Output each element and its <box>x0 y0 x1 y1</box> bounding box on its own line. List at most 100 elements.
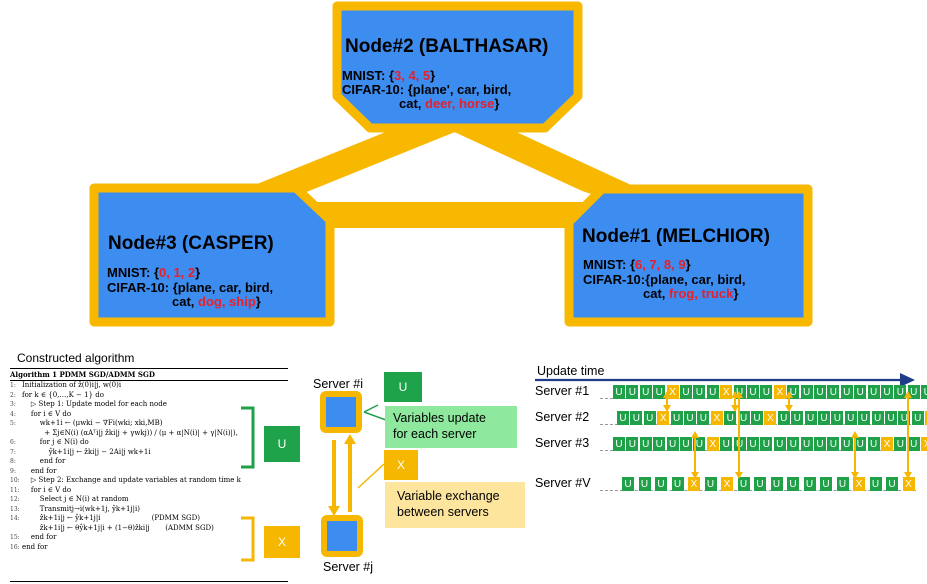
server-i-box <box>320 391 362 433</box>
update-cell: U <box>911 411 924 425</box>
update-cell: U <box>720 437 733 451</box>
algo-update-tag: U <box>264 426 300 462</box>
update-cell: U <box>751 411 763 425</box>
exchange-arrow-head <box>785 405 793 412</box>
update-cell: U <box>666 437 679 451</box>
update-cell: U <box>907 385 920 399</box>
update-cell: U <box>770 477 783 491</box>
algo-exchange-tag: X <box>264 526 300 558</box>
exchange-arrow-head <box>904 472 912 479</box>
update-cell: U <box>639 437 652 451</box>
server-i-label: Server #i <box>313 377 364 391</box>
update-cell: U <box>867 385 880 399</box>
update-cell: U <box>854 437 867 451</box>
node-casper-title: Node#3 (CASPER) <box>108 233 274 254</box>
exchange-arrow-head <box>904 391 912 398</box>
algorithm-line: 16:end for <box>10 542 48 551</box>
server-exchange-tag: X <box>384 450 418 480</box>
update-cell: U <box>827 437 840 451</box>
node-casper-mnist: MNIST: {0, 1, 2} <box>107 265 201 280</box>
update-cell: U <box>617 411 629 425</box>
update-cell: U <box>871 411 884 425</box>
update-cell: U <box>655 477 667 491</box>
update-cell: U <box>684 411 696 425</box>
algorithm-line: 5: wk+1i ← (μwki − ∇Fi(wki; xki,MB) <box>10 419 163 427</box>
exchange-arrow-head <box>785 391 793 398</box>
update-cell: U <box>800 437 813 451</box>
algorithm-line: 1:Initialization of ẑ(0)i|j, w(0)i <box>10 381 122 389</box>
node-balthasar-shape <box>332 1 583 133</box>
exchange-description: Variable exchange between servers <box>385 482 525 528</box>
node-casper-shape <box>89 183 335 327</box>
update-cell: U <box>670 411 683 425</box>
exchange-cell: X <box>720 385 733 399</box>
node-balthasar-mnist: MNIST: {3, 4, 5} <box>342 68 436 83</box>
node-melchior-cifar-2: cat, frog, truck} <box>643 286 739 301</box>
update-cell: U <box>867 437 880 451</box>
update-cell: U <box>760 385 773 399</box>
update-cell: U <box>827 385 840 399</box>
timeline-axis <box>535 373 915 387</box>
node-melchior-mnist: MNIST: {6, 7, 8, 9} <box>583 257 691 272</box>
update-cell: U <box>885 411 897 425</box>
update-cell: U <box>737 411 750 425</box>
exchange-cell: X <box>902 477 915 491</box>
exchange-arrow-head <box>663 391 671 398</box>
exchange-arrows <box>663 391 912 479</box>
algorithm-line: 12: Select j ∈ N(i) at random <box>10 495 129 503</box>
timeline-title: Update time <box>537 364 605 378</box>
node-graph <box>89 1 813 327</box>
algorithm-line: 9: end for <box>10 466 57 475</box>
exchange-arrow-head <box>691 472 699 479</box>
update-cell: U <box>777 411 790 425</box>
exchange-cell: X <box>688 477 700 491</box>
node-balthasar-title: Node#2 (BALTHASAR) <box>345 36 549 57</box>
update-cell: U <box>613 385 625 399</box>
timeline-row-label: Server #2 <box>535 410 590 424</box>
timeline-row-label: Server #3 <box>535 436 590 450</box>
exchange-arrow-head <box>851 431 859 438</box>
exchange-cell: X <box>881 437 893 451</box>
update-cell: U <box>724 411 737 425</box>
exchange-cell: X <box>925 411 927 425</box>
graph-edge-inner <box>300 150 610 200</box>
node-casper-cifar-2: cat, dog, ship} <box>172 294 261 309</box>
server-j-box <box>321 515 363 557</box>
update-cell: U <box>697 411 710 425</box>
update-cell: U <box>814 437 826 451</box>
exchange-cell: X <box>706 437 719 451</box>
update-cell: U <box>760 437 773 451</box>
algorithm-line: 10: ▷ Step 2: Exchange and update variab… <box>10 476 241 484</box>
update-cell: U <box>820 477 832 491</box>
update-cell: U <box>894 385 907 399</box>
update-cell: U <box>754 477 766 491</box>
update-cell: U <box>630 411 643 425</box>
exchange-arrow-head <box>735 391 743 398</box>
update-cell: U <box>747 437 759 451</box>
algorithm-line: + Σj∈N(i) (αAᵀi|j ẑki|j + γwkj)) / (μ +… <box>22 428 238 437</box>
exchange-arrow-head <box>735 472 743 479</box>
update-cell: U <box>836 477 849 491</box>
algorithm-line: 13: Transmitj→i(wk+1j, ŷk+1j|i) <box>10 504 140 513</box>
update-cell: U <box>737 477 750 491</box>
algorithm-line: 8: end for <box>10 457 66 465</box>
update-cell: U <box>886 477 898 491</box>
exchange-cell: X <box>657 411 670 425</box>
update-cell: U <box>680 437 692 451</box>
node-balthasar-cifar-2: cat, deer, horse} <box>399 96 500 111</box>
update-description: Variables update for each server <box>385 406 517 448</box>
update-cell: U <box>840 437 853 451</box>
update-cell: U <box>921 385 927 399</box>
server-j-label: Server #j <box>323 560 374 574</box>
algorithm-line: 4: for i ∈ V do <box>10 409 72 418</box>
update-cell: U <box>814 385 826 399</box>
timeline-row-label: Server #V <box>535 476 591 490</box>
update-cell: U <box>671 477 684 491</box>
update-cell: U <box>704 477 717 491</box>
update-cell: U <box>626 385 639 399</box>
exchange-cell: X <box>853 477 865 491</box>
exchange-arrow-head <box>691 431 699 438</box>
update-cell: U <box>804 411 817 425</box>
update-cell: U <box>907 437 920 451</box>
